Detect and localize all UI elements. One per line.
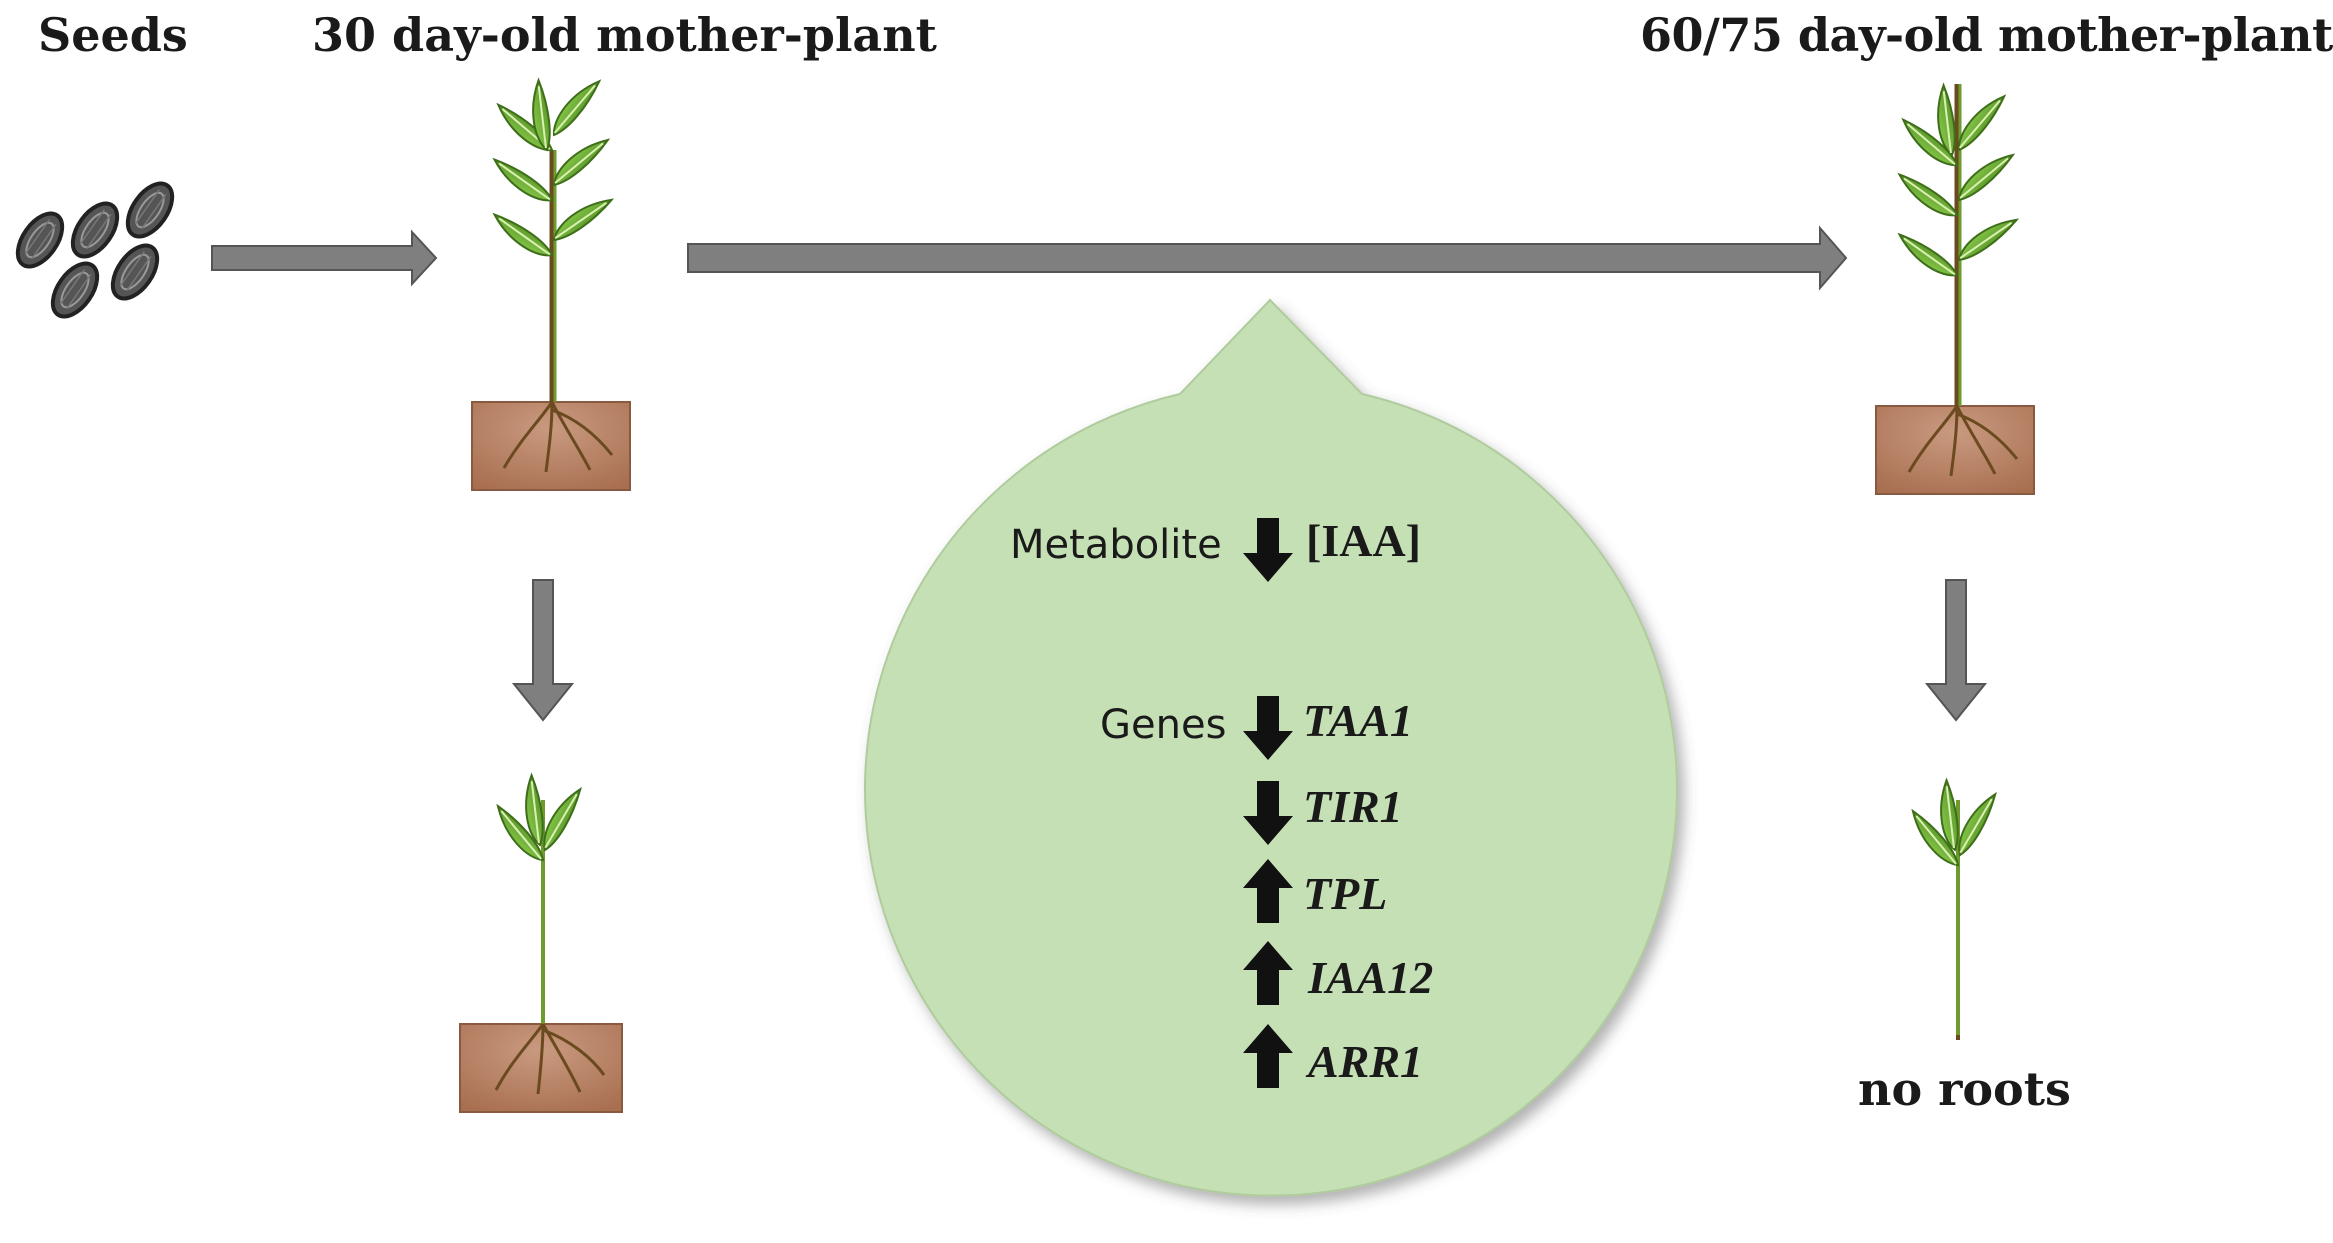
plant-60-75day-icon [1875, 83, 2035, 495]
gene-tir1: TIR1 [1303, 781, 1403, 832]
plant-30day-icon [471, 75, 631, 491]
diagram-graphics [6, 75, 2035, 1197]
label-genes: Genes [1100, 702, 1227, 748]
cutting-with-roots-icon [459, 773, 623, 1113]
label-60-75day-mother-plant: 60/75 day-old mother-plant [1640, 8, 2333, 62]
diagram-canvas: Seeds 30 day-old mother-plant 60/75 day-… [6, 8, 2333, 1197]
gene-iaa12: IAA12 [1308, 952, 1434, 1003]
metabolite-iaa: [IAA] [1306, 515, 1421, 566]
tir1-down-arrow [1243, 781, 1293, 845]
iaa-down-arrow [1243, 518, 1293, 582]
label-seeds: Seeds [38, 8, 188, 62]
label-30day-mother-plant: 30 day-old mother-plant [312, 8, 937, 62]
iaa12-up-arrow [1243, 941, 1293, 1005]
taa1-down-arrow [1243, 696, 1293, 760]
gene-tpl: TPL [1303, 868, 1388, 919]
cutting-no-roots-icon [1906, 778, 2004, 1040]
arrow-30day-to-60day [687, 225, 1848, 291]
gene-taa1: TAA1 [1303, 695, 1413, 746]
arrow-down-60day [1924, 579, 1988, 722]
label-no-roots: no roots [1858, 1062, 2071, 1116]
arr1-up-arrow [1243, 1024, 1293, 1088]
regulation-arrows [1243, 518, 1293, 1088]
seeds-icon [6, 173, 184, 327]
arrow-down-30day [511, 579, 575, 722]
label-metabolite: Metabolite [1010, 522, 1222, 568]
tpl-up-arrow [1243, 859, 1293, 923]
gene-arr1: ARR1 [1308, 1036, 1424, 1087]
arrow-seeds-to-30day [211, 229, 438, 287]
